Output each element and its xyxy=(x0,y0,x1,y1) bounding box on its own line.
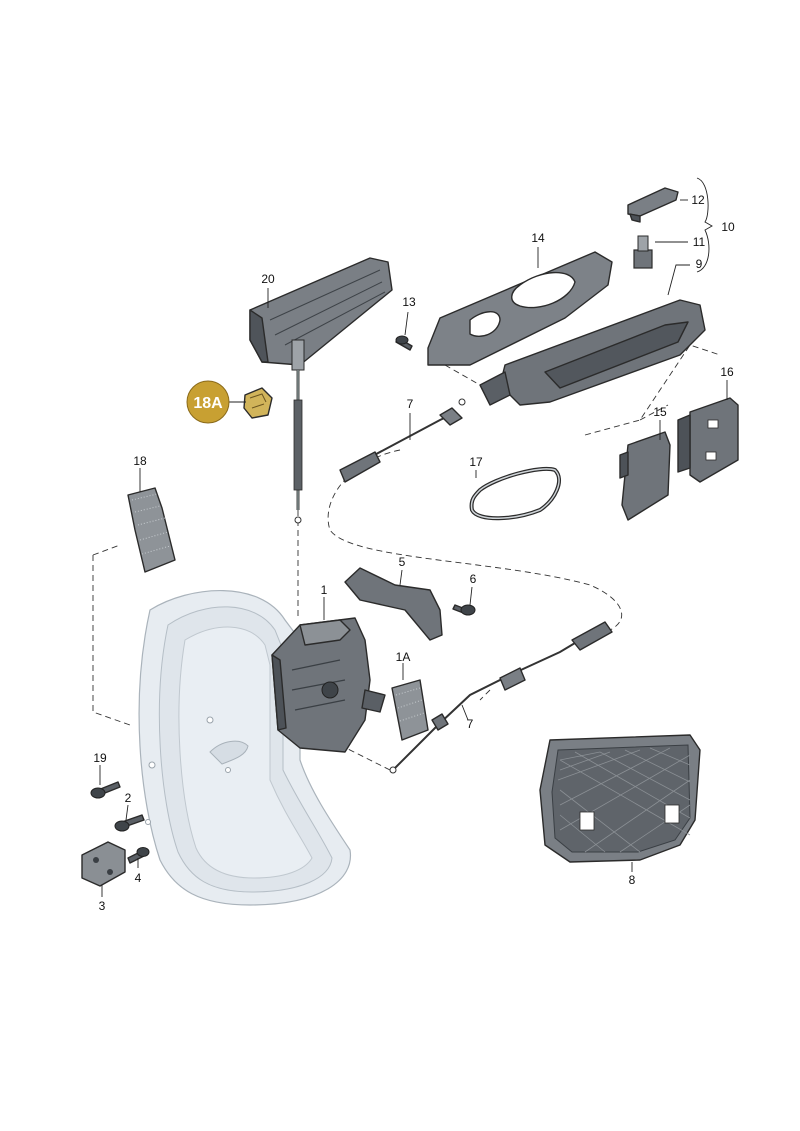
part-18a-clip xyxy=(243,387,273,419)
label-18: 18 xyxy=(133,454,147,468)
label-20: 20 xyxy=(261,272,275,286)
part-16-button xyxy=(677,397,739,483)
label-4: 4 xyxy=(135,871,142,885)
part-7-cable-upper xyxy=(339,398,466,483)
part-1-door-lock xyxy=(271,617,386,753)
part-1a-pad xyxy=(391,679,429,741)
label-19: 19 xyxy=(93,751,107,765)
part-14-handle-bezel xyxy=(427,251,613,366)
part-9-handle-grip xyxy=(479,299,706,406)
label-5: 5 xyxy=(399,555,406,569)
label-13: 13 xyxy=(402,295,416,309)
label-17: 17 xyxy=(469,455,483,469)
part-19-screw xyxy=(90,781,121,799)
part-3-striker xyxy=(81,841,126,887)
part-labels: 20 13 14 12 11 10 9 7 17 15 16 18 1 5 6 … xyxy=(93,193,735,913)
label-15: 15 xyxy=(653,405,667,419)
part-18-pad xyxy=(127,487,176,573)
label-14: 14 xyxy=(531,231,545,245)
part-11-insert xyxy=(633,235,653,269)
part-2-screw xyxy=(114,814,145,832)
part-20-handle-carrier xyxy=(249,257,393,524)
part-5-bracket xyxy=(344,567,443,641)
part-4-screw xyxy=(127,847,150,864)
label-1a: 1A xyxy=(396,650,411,664)
part-15-switch xyxy=(619,431,671,521)
label-7-lower: 7 xyxy=(467,717,474,731)
label-6: 6 xyxy=(470,572,477,586)
label-2: 2 xyxy=(125,791,132,805)
label-8: 8 xyxy=(629,873,636,887)
part-7-cable-lower xyxy=(389,621,613,774)
badge-18a-label: 18A xyxy=(193,395,223,412)
label-9: 9 xyxy=(696,257,703,271)
label-3: 3 xyxy=(99,899,106,913)
label-11: 11 xyxy=(693,235,706,249)
leader-lines xyxy=(99,199,728,897)
label-16: 16 xyxy=(720,365,734,379)
label-7-upper: 7 xyxy=(407,397,414,411)
part-13-screw xyxy=(395,335,413,351)
label-10: 10 xyxy=(721,220,735,234)
part-12-cap xyxy=(627,187,679,223)
label-12: 12 xyxy=(691,193,705,207)
part-8-cover xyxy=(539,734,701,863)
label-1: 1 xyxy=(321,583,328,597)
badge-18a: 18A xyxy=(186,380,230,424)
part-17-seal xyxy=(469,467,561,521)
bracket-10 xyxy=(696,177,713,273)
part-6-screw xyxy=(452,604,476,616)
